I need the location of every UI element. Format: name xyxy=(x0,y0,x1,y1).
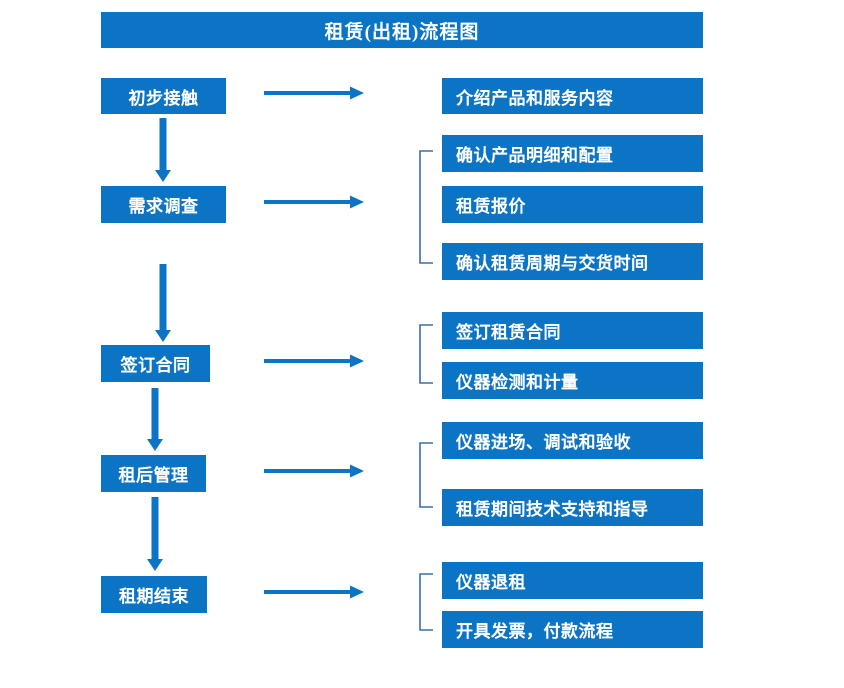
group-bracket-2 xyxy=(418,324,434,384)
horizontal-arrow-4 xyxy=(264,462,364,480)
detail-box-10[interactable]: 开具发票，付款流程 xyxy=(442,611,703,648)
detail-box-3[interactable]: 租赁报价 xyxy=(442,186,703,223)
vertical-arrow-4 xyxy=(146,497,164,571)
detail-box-1[interactable]: 介绍产品和服务内容 xyxy=(442,78,703,114)
vertical-arrow-1 xyxy=(154,118,172,182)
detail-box-4[interactable]: 确认租赁周期与交货时间 xyxy=(442,243,703,280)
detail-box-6[interactable]: 仪器检测和计量 xyxy=(442,362,703,399)
vertical-arrow-3 xyxy=(146,388,164,451)
vertical-arrow-2 xyxy=(154,264,172,342)
stage-box-2[interactable]: 需求调查 xyxy=(101,186,226,223)
stage-box-4[interactable]: 租后管理 xyxy=(101,455,206,492)
horizontal-arrow-3 xyxy=(264,352,364,370)
detail-box-9[interactable]: 仪器退租 xyxy=(442,562,703,599)
stage-box-3[interactable]: 签订合同 xyxy=(101,345,210,382)
group-bracket-4 xyxy=(418,573,434,631)
detail-box-2[interactable]: 确认产品明细和配置 xyxy=(442,135,703,172)
detail-box-7[interactable]: 仪器进场、调试和验收 xyxy=(442,422,703,459)
horizontal-arrow-1 xyxy=(264,84,364,102)
group-bracket-3 xyxy=(418,442,434,508)
detail-box-8[interactable]: 租赁期间技术支持和指导 xyxy=(442,489,703,526)
flowchart-title-bar: 租赁(出租)流程图 xyxy=(101,12,703,48)
stage-box-5[interactable]: 租期结束 xyxy=(101,576,207,613)
horizontal-arrow-2 xyxy=(264,193,364,211)
horizontal-arrow-5 xyxy=(264,583,364,601)
stage-box-1[interactable]: 初步接触 xyxy=(101,78,226,114)
detail-box-5[interactable]: 签订租赁合同 xyxy=(442,312,703,349)
group-bracket-1 xyxy=(418,150,434,264)
